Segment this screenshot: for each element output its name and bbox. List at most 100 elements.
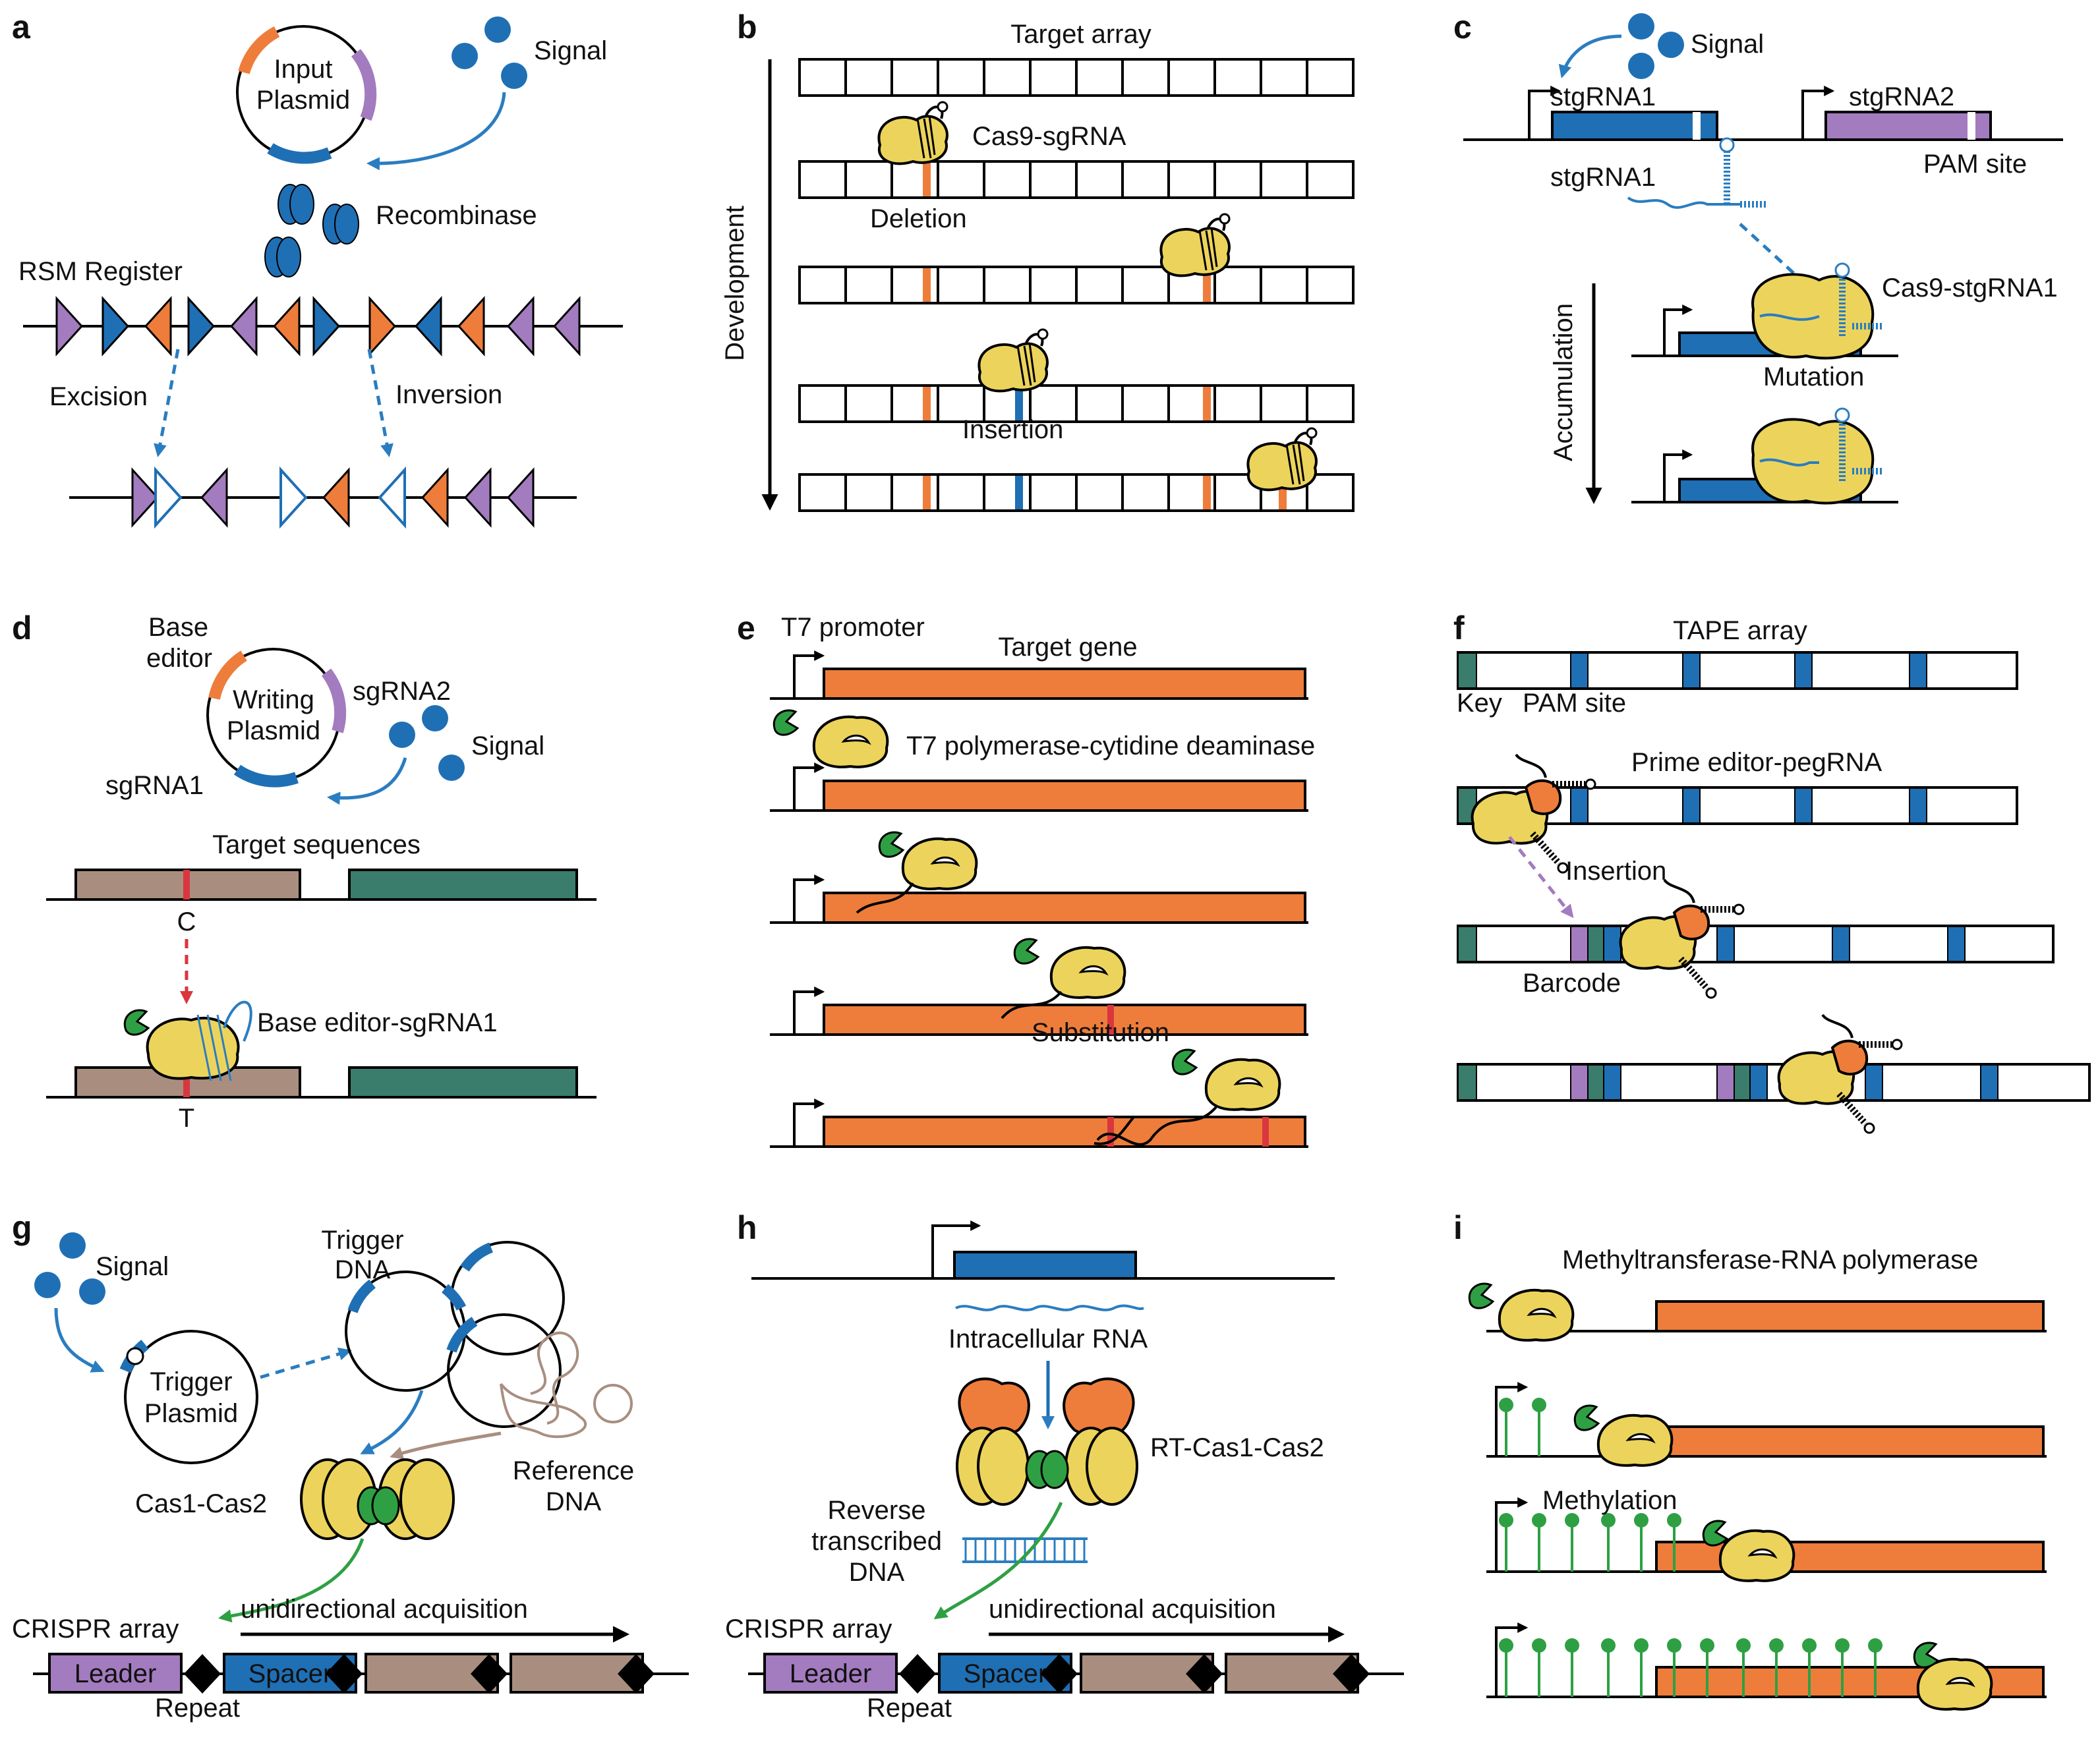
panel-c-signal: Signal <box>1691 30 1764 59</box>
repeat-diamond <box>1041 1654 1078 1694</box>
leader-box <box>763 1653 898 1694</box>
rsm-site <box>55 296 84 357</box>
methylation-mark <box>1565 1513 1579 1528</box>
panel-f: TAPE array Key PAM site Prime editor-peg… <box>1457 616 2091 1133</box>
methylation-mark <box>1835 1638 1850 1653</box>
cas1-cas2-label: Cas1-Cas2 <box>135 1489 267 1518</box>
target-gene-rows <box>770 650 1308 1148</box>
array-cell <box>844 58 893 97</box>
edit-mark <box>1015 476 1023 509</box>
leader-label: Leader <box>74 1659 157 1688</box>
panel-g-signal: Signal <box>96 1252 169 1281</box>
array-cell <box>937 160 985 199</box>
tape-block <box>1603 926 1621 962</box>
rsm-site <box>414 296 442 357</box>
tape-block <box>1734 1064 1751 1100</box>
target-gene-bar <box>823 1116 1306 1148</box>
tape-block <box>1457 652 1477 689</box>
deletion-label: Deletion <box>870 204 967 233</box>
array-cell <box>1260 160 1308 199</box>
unidirectional-label-h: unidirectional acquisition <box>989 1595 1276 1624</box>
base-c-label: C <box>177 907 196 936</box>
edit-mark <box>1203 268 1211 302</box>
base-t-label: T <box>179 1104 194 1133</box>
panel-d: Writing Plasmid Base editor sgRNA2 sgRNA… <box>46 613 597 1133</box>
panel-g: Signal Trigger Plasmid Trigger DNA Refer… <box>12 1226 689 1723</box>
tape-row <box>1457 651 2018 690</box>
tape-block <box>1909 787 1927 824</box>
panel-e-letter: e <box>737 610 755 646</box>
gene-bar <box>1655 1425 2045 1458</box>
excision-label: Excision <box>49 382 148 411</box>
array-cell <box>798 58 847 97</box>
panel-d-letter: d <box>12 610 32 646</box>
array-cell <box>937 384 985 423</box>
array-cell <box>798 266 847 304</box>
tape-block <box>1457 1064 1477 1100</box>
array-cell <box>1075 266 1124 304</box>
base-editor-label-2: editor <box>146 644 212 673</box>
panel-c: Signal stgRNA1 stgRNA2 PAM site stgRNA1 … <box>1463 13 2063 505</box>
target-gene-bar <box>823 892 1306 924</box>
methylation-mark <box>1634 1513 1648 1528</box>
rsm-site <box>368 296 397 357</box>
edit-mark <box>1203 387 1211 420</box>
tape-block <box>1570 926 1589 962</box>
array-cell <box>1213 160 1262 199</box>
array-cell <box>1260 384 1308 423</box>
array-cell <box>1029 266 1078 304</box>
repeat-label-h: Repeat <box>867 1694 952 1723</box>
panel-h: Intracellular RNA RT-Cas1-Cas2 Reverse t… <box>725 1220 1404 1723</box>
panel-b-letter: b <box>737 9 757 45</box>
panel-g-letter: g <box>12 1209 32 1246</box>
rsm-site <box>229 296 258 357</box>
crispr-array-label-g: CRISPR array <box>12 1614 179 1643</box>
rsm-result-site <box>421 467 449 528</box>
barcode-label: Barcode <box>1523 969 1621 998</box>
panel-d-signal: Signal <box>471 731 544 760</box>
array-cell <box>890 384 939 423</box>
stgrna2-label: stgRNA2 <box>1849 82 1954 111</box>
panel-i-letter: i <box>1453 1209 1463 1246</box>
edit-mark <box>1015 387 1023 420</box>
gene-bar <box>1655 1541 2045 1573</box>
intracellular-rna-label: Intracellular RNA <box>948 1325 1148 1354</box>
rsm-result-site <box>378 466 406 529</box>
repeat-diamond <box>1333 1654 1370 1694</box>
target-gene-bar <box>823 668 1306 700</box>
methylation-mark <box>1700 1638 1714 1653</box>
array-cell <box>1075 160 1124 199</box>
edit-mark <box>923 268 931 302</box>
crispr-array-label-h: CRISPR array <box>725 1614 892 1643</box>
tape-block <box>1682 652 1701 689</box>
panel-a: Input Plasmid Signal Recombinase RSM Reg… <box>18 16 623 529</box>
spacer-box-empty <box>1080 1653 1214 1694</box>
inversion-label: Inversion <box>395 380 502 409</box>
prime-editor-label: Prime editor-pegRNA <box>1631 748 1882 777</box>
recombinase-label: Recombinase <box>376 201 537 230</box>
array-cell <box>1075 384 1124 423</box>
panel-e: T7 promoter Target gene T7 polymerase-cy… <box>770 613 1315 1148</box>
tape-block <box>1682 787 1701 824</box>
tape-block <box>1603 1064 1621 1100</box>
array-cell <box>1121 384 1170 423</box>
trigger-plasmid <box>124 1330 258 1464</box>
array-cell <box>1075 58 1124 97</box>
trigger-plasmid-label-1: Trigger <box>150 1367 232 1396</box>
cas9-stgrna1-complex <box>1751 273 1875 360</box>
key-label: Key <box>1457 689 1502 718</box>
panel-a-letter: a <box>12 9 31 45</box>
array-cell <box>1260 58 1308 97</box>
array-cell <box>937 58 985 97</box>
array-cell <box>890 473 939 512</box>
array-cell <box>1213 58 1262 97</box>
reverse-label-3: DNA <box>849 1558 905 1587</box>
tape-block <box>1570 1064 1589 1100</box>
methylation-mark <box>1565 1638 1579 1653</box>
array-cell <box>1306 58 1355 97</box>
tape-block <box>1794 652 1813 689</box>
edit-mark <box>923 163 931 196</box>
tape-block <box>1716 1064 1735 1100</box>
trigger-dna-label-1: Trigger <box>321 1226 403 1255</box>
